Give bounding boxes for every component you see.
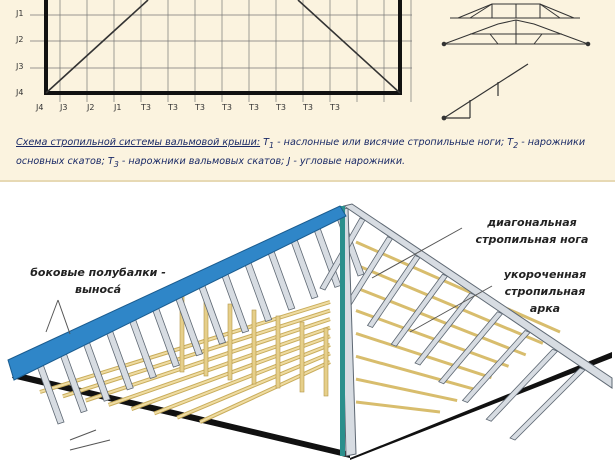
bottom-label: T3 [167,103,178,112]
caption-lead: Схема стропильной системы вальмовой крыш… [16,137,261,148]
plan-caption: Схема стропильной системы вальмовой крыш… [16,135,606,173]
bottom-label: T3 [194,103,205,112]
hip-framing-member [355,240,561,334]
support-post [299,321,305,393]
wall-plate-right [350,352,612,460]
bottom-label: J3 [59,103,67,112]
caption-t1-sub: 1 [269,140,275,150]
caption-t2-symbol: T [507,137,514,148]
hip-slope-rafters [319,217,586,441]
rafter-sketch [441,63,529,121]
ridge-post-bar [340,206,345,456]
pointer-lateral-beams-1 [45,299,59,333]
ceiling-joist-highlight [176,352,331,419]
roof-plan-drawing: J1 J2 J3 J4 J4 J3 J2 J1 T3 T3 T3 T3 T3 T… [15,0,591,121]
ridge-post [340,206,345,456]
plan-grid [30,0,412,102]
ceiling-joist-highlight [199,361,331,423]
row-label: J2 [15,35,23,44]
bottom-label: T3 [221,103,232,112]
bottom-label: T3 [275,103,286,112]
bottom-label: J2 [86,103,94,112]
support-post [323,327,329,397]
diagonal-rafter-right [342,203,613,389]
hip-framing-member [355,400,441,414]
ceiling-joist-highlight [39,301,331,393]
pointer-shortened-arch [409,285,493,333]
ceiling-joist-highlight [108,326,331,406]
pointer-lower-2 [69,439,111,451]
caption-t3-sub: 3 [113,159,119,169]
bottom-label: T3 [248,103,259,112]
caption-j-text: J - угловые нарожники. [287,155,406,167]
hip-rafter [509,367,586,441]
callout-pointers [45,227,493,451]
hip-framing-member [355,309,510,368]
hip-rafter [461,330,531,403]
bottom-label: J1 [113,103,121,112]
roof-plan-panel: J1 J2 J3 J4 J4 J3 J2 J1 T3 T3 T3 T3 T3 T… [0,0,615,182]
bottom-label: T3 [329,103,340,112]
hip-roof-3d-panel: диагональная стропильная нога укороченна… [0,182,615,460]
plan-bottom-labels: J4 J3 J2 J1 T3 T3 T3 T3 T3 T3 T3 T3 [35,103,340,112]
hip-line-right [297,0,401,94]
caption-t1-text: - наслонные или висячие стропильные ноги… [274,137,508,148]
support-post [251,309,257,385]
hip-line-left [45,0,149,94]
hip-framing-member [355,377,458,403]
callout-shortened-arch: укороченная стропильная арка [503,268,587,315]
caption-t3-text: - нарожники вальмовых скатов; [118,155,288,167]
bottom-label: T3 [302,103,313,112]
support-post [227,303,233,381]
hip-roof-3d-drawing [7,203,613,460]
plan-row-labels: J1 J2 J3 J4 [15,9,23,97]
caption-t3-symbol: T [107,155,114,167]
hip-framing-member [355,263,544,345]
hip-framing-member [355,286,527,357]
caption-t1-symbol: T [263,137,270,148]
plan-outline [44,0,402,95]
truss-sketch-top [450,3,580,19]
pointer-lower-1 [69,429,97,441]
pointer-lateral-beams-2 [57,299,71,335]
row-label: J3 [15,62,23,71]
truss-sketch-middle [441,19,591,47]
callout-diagonal-rafter: диагональная стропильная нога [475,216,589,246]
support-post [275,315,281,389]
callout-lateral-beams: боковые полубалки - выноса́ [30,266,166,296]
pointer-diagonal-rafter [371,227,463,279]
caption-t2-sub: 2 [513,140,519,150]
hip-framing-member [355,354,475,391]
row-label: J4 [15,88,23,97]
hip-rafter [485,348,559,422]
bottom-label: T3 [140,103,151,112]
fascia-board-left [7,205,347,381]
caption-t2-text: - нарожники основных скатов; [16,137,586,167]
bottom-label: J4 [35,103,43,112]
row-label: J1 [15,9,23,18]
fascia-board [7,205,347,381]
